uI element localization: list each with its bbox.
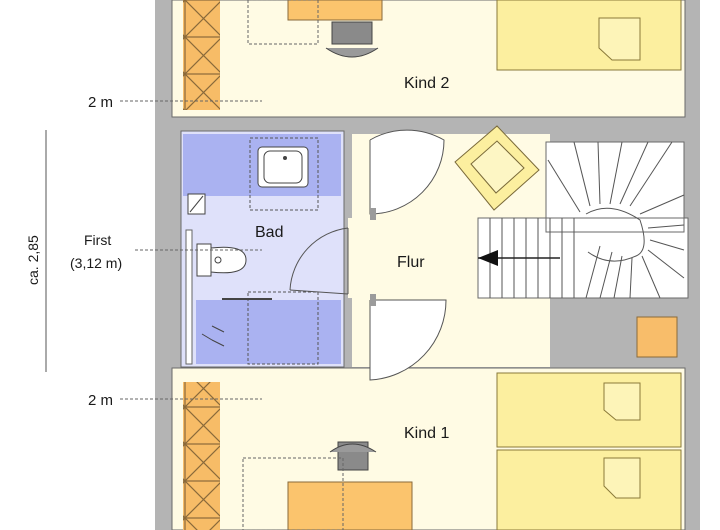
desk-kind1 bbox=[287, 481, 413, 530]
desk-kind2 bbox=[287, 0, 383, 21]
first-value: (3,12 m) bbox=[70, 255, 122, 271]
dimension-top-2m: 2 m bbox=[88, 94, 113, 111]
first-label: First bbox=[84, 232, 111, 248]
door-kind1 bbox=[369, 299, 447, 381]
storage-top bbox=[183, 0, 220, 110]
bed-kind1-a bbox=[496, 372, 682, 448]
bed-kind1-b bbox=[496, 449, 682, 530]
pillow-kind2 bbox=[598, 17, 641, 61]
washbasin bbox=[257, 146, 309, 188]
hall-strip bbox=[348, 218, 478, 298]
bad-door bbox=[289, 227, 349, 294]
room-label-bad: Bad bbox=[255, 224, 283, 241]
toilet bbox=[196, 243, 212, 277]
stair-arrow bbox=[478, 250, 498, 266]
height-label: ca. 2,85 bbox=[25, 235, 41, 285]
door-kind2 bbox=[369, 129, 445, 215]
chair-kind2 bbox=[331, 21, 373, 45]
room-label-kind1: Kind 1 bbox=[404, 425, 449, 442]
shower bbox=[196, 300, 341, 364]
room-label-flur: Flur bbox=[397, 254, 425, 271]
stair-upper bbox=[546, 142, 684, 232]
storage-square bbox=[636, 316, 678, 358]
room-label-kind2: Kind 2 bbox=[404, 75, 449, 92]
storage-bottom bbox=[183, 382, 220, 530]
dimension-bottom-2m: 2 m bbox=[88, 392, 113, 409]
bed-kind2 bbox=[496, 0, 682, 71]
